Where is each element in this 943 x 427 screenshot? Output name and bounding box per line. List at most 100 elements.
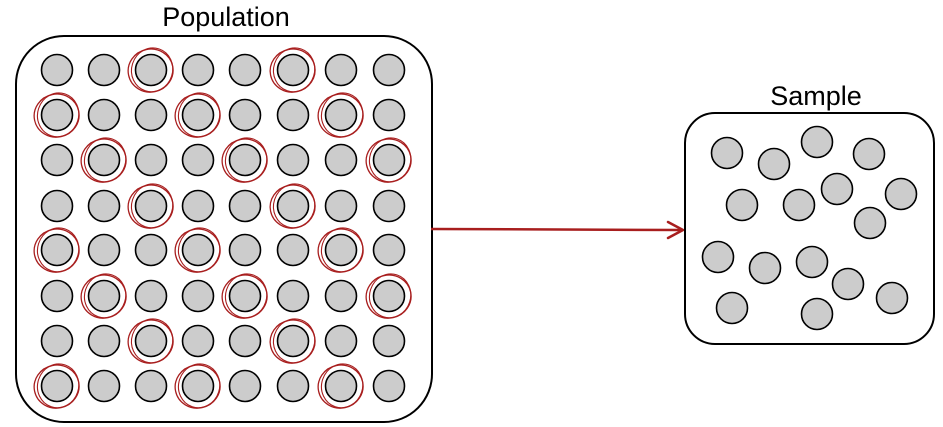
sample-member: [852, 137, 886, 171]
population-box: [15, 35, 433, 423]
sample-member: [875, 281, 909, 315]
sample-member: [715, 291, 749, 325]
population-member: [372, 98, 406, 132]
population-member: [87, 189, 121, 223]
selection-ring: [317, 92, 364, 138]
population-member: [228, 324, 262, 358]
population-member: [181, 233, 215, 267]
selection-ring: [127, 47, 174, 93]
selection-ring: [317, 227, 364, 273]
population-member: [181, 143, 215, 177]
sampling-arrow: [430, 220, 685, 240]
population-member: [276, 98, 310, 132]
population-member: [40, 98, 74, 132]
sample-member: [853, 206, 887, 240]
selection-ring: [365, 137, 412, 183]
population-member: [276, 233, 310, 267]
selection-ring: [174, 363, 221, 409]
population-member: [372, 369, 406, 403]
population-member: [40, 53, 74, 87]
selection-ring: [269, 47, 316, 93]
sample-member: [800, 297, 834, 331]
sample-member: [710, 136, 744, 170]
population-member: [324, 233, 358, 267]
population-member: [134, 369, 168, 403]
population-title: Population: [162, 2, 290, 32]
population-member: [134, 324, 168, 358]
population-member: [324, 279, 358, 313]
population-member: [324, 324, 358, 358]
population-member: [134, 53, 168, 87]
population-member: [181, 324, 215, 358]
population-member: [40, 143, 74, 177]
population-member: [276, 279, 310, 313]
population-member: [87, 279, 121, 313]
population-member: [372, 143, 406, 177]
population-member: [324, 143, 358, 177]
population-member: [40, 189, 74, 223]
population-member: [181, 53, 215, 87]
selection-ring: [174, 92, 221, 138]
population-member: [87, 143, 121, 177]
population-member: [324, 369, 358, 403]
population-member: [40, 233, 74, 267]
population-member: [372, 324, 406, 358]
arrow-shaft: [430, 227, 683, 232]
population-member: [228, 189, 262, 223]
population-member: [276, 369, 310, 403]
population-members: [40, 53, 406, 403]
selection-ring: [127, 318, 174, 364]
population-member: [228, 98, 262, 132]
sample-member: [782, 188, 816, 222]
selection-ring: [174, 227, 221, 273]
sample-member: [800, 125, 834, 159]
population-member: [87, 53, 121, 87]
population-member: [181, 189, 215, 223]
population-member: [134, 279, 168, 313]
population-member: [324, 189, 358, 223]
population-member: [372, 279, 406, 313]
selection-ring: [365, 273, 412, 319]
selection-ring: [80, 137, 127, 183]
selection-ring: [269, 183, 316, 229]
sample-member: [725, 188, 759, 222]
population-member: [228, 53, 262, 87]
population-member: [372, 233, 406, 267]
population-member: [181, 369, 215, 403]
sample-members: [701, 125, 918, 331]
population-member: [276, 53, 310, 87]
population-member: [87, 324, 121, 358]
selection-ring: [127, 183, 174, 229]
population-member: [181, 98, 215, 132]
selection-rings: [33, 47, 412, 409]
population-member: [40, 324, 74, 358]
selection-ring: [33, 227, 80, 273]
population-member: [40, 369, 74, 403]
population-member: [134, 98, 168, 132]
selection-ring: [221, 137, 268, 183]
population-member: [276, 324, 310, 358]
sample-member: [820, 172, 854, 206]
population-member: [134, 143, 168, 177]
population-member: [181, 279, 215, 313]
sample-member: [831, 267, 865, 301]
sample-member: [748, 251, 782, 285]
population-member: [134, 189, 168, 223]
sample-member: [795, 245, 829, 279]
selection-ring: [317, 363, 364, 409]
population-member: [324, 53, 358, 87]
selection-ring: [33, 363, 80, 409]
arrow-head: [666, 220, 685, 240]
sample-box: [684, 112, 935, 345]
sample-member: [757, 147, 791, 181]
selection-ring: [221, 273, 268, 319]
selection-ring: [269, 318, 316, 364]
population-member: [87, 98, 121, 132]
sample-member: [884, 177, 918, 211]
sample-title: Sample: [770, 81, 862, 111]
sample-member: [701, 240, 735, 274]
population-member: [276, 143, 310, 177]
selection-ring: [33, 92, 80, 138]
population-member: [324, 98, 358, 132]
